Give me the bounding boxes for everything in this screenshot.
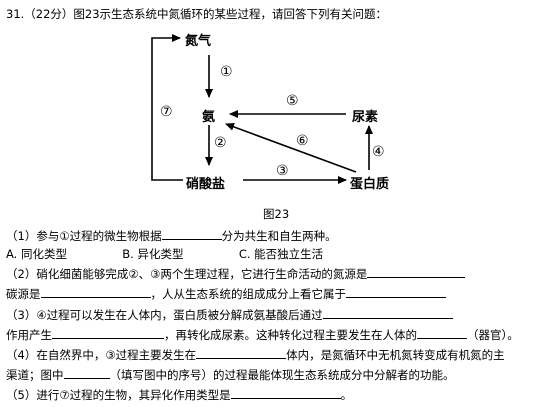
q5-line: （5）进行⑦过程的生物，其异化作用类型是 。: [6, 386, 352, 403]
q2-text-2a: 碳源是: [6, 287, 41, 301]
q5-text-a: （5）进行⑦过程的生物，其异化作用类型是: [6, 388, 231, 402]
q1-options: A. 同化类型 B. 异化类型 C. 能否独立生活: [6, 246, 323, 262]
question-header: 31.（22分）图23示生态系统中氮循环的某些过程，请回答下列有关问题：: [6, 7, 388, 21]
option-b[interactable]: B. 异化类型: [122, 247, 184, 261]
q5-text-b: 。: [340, 388, 353, 402]
label-process-2: ②: [214, 135, 227, 151]
q3-text-1: （3）④过程可以发生在人体内，蛋白质被分解成氨基酸后通过: [6, 308, 323, 322]
node-nitrogen-gas: 氮气: [185, 34, 212, 49]
arrow-6: [225, 123, 357, 173]
q4-text-1a: （4）在自然界中，③过程主要发生在: [6, 348, 197, 362]
q3-text-2c: （器官）。: [467, 328, 519, 342]
q3-line1: （3）④过程可以发生在人体内，蛋白质被分解成氨基酸后通过: [6, 306, 453, 323]
node-ammonia: 氨: [202, 110, 216, 125]
q3-text-2a: 作用产生: [6, 328, 52, 342]
label-process-6: ⑥: [296, 133, 309, 149]
label-process-7: ⑦: [160, 104, 173, 120]
q3-blank-process[interactable]: [322, 306, 453, 319]
q2-line2: 碳源是 ，人从生态系统的组成成分上看它属于: [6, 285, 446, 302]
q3-text-2b: ，再转化成尿素。这种转化过程主要发生在人体的: [164, 328, 417, 342]
label-process-5: ⑤: [286, 93, 299, 109]
q2-line1: （2）硝化细菌能够完成②、③两个生理过程，它进行生命活动的氮源是: [6, 265, 466, 282]
q2-blank-component[interactable]: [346, 285, 446, 298]
node-urea: 尿素: [352, 110, 379, 125]
q4-text-1b: 体内，是氮循环中无机氮转变成有机氮的主: [286, 348, 505, 362]
label-process-4: ④: [372, 144, 385, 160]
node-protein: 蛋白质: [350, 177, 390, 192]
q4-blank-organism[interactable]: [196, 346, 287, 359]
q3-blank-organ[interactable]: [417, 326, 467, 339]
label-process-3: ③: [276, 163, 289, 179]
q4-text-2a: 渠道；图中: [6, 368, 64, 382]
q4-line2: 渠道；图中 （填写图中的序号）的过程最能体现生态系统成分中分解者的功能。: [6, 366, 455, 383]
q2-blank-carbon-source[interactable]: [40, 285, 151, 298]
q1-line: （1）参与①过程的微生物根据 分为共生和自生两种。: [6, 227, 337, 244]
q2-text-2b: ，人从生态系统的组成成分上看它属于: [150, 287, 347, 301]
option-c[interactable]: C. 能否独立生活: [238, 247, 324, 261]
arrow-7: [151, 34, 183, 181]
q2-blank-nitrogen-source[interactable]: [367, 265, 466, 278]
q3-blank-product[interactable]: [52, 326, 164, 339]
q2-text-1: （2）硝化细菌能够完成②、③两个生理过程，它进行生命活动的氮源是: [6, 267, 368, 281]
q1-text-a: （1）参与①过程的微生物根据: [6, 229, 162, 243]
q4-blank-numbers[interactable]: [63, 366, 110, 379]
option-a[interactable]: A. 同化类型: [6, 247, 67, 261]
q4-line1: （4）在自然界中，③过程主要发生在 体内，是氮循环中无机氮转变成有机氮的主: [6, 346, 505, 363]
q4-text-2b: （填写图中的序号）的过程最能体现生态系统成分中分解者的功能。: [109, 368, 455, 382]
q3-line2: 作用产生 ，再转化成尿素。这种转化过程主要发生在人体的 （器官）。: [6, 326, 519, 343]
node-nitrate: 硝酸盐: [186, 177, 226, 192]
figure-caption: 图23: [263, 207, 290, 221]
q1-text-b: 分为共生和自生两种。: [221, 229, 337, 243]
q1-blank[interactable]: [161, 227, 222, 240]
label-process-1: ①: [220, 64, 233, 80]
q5-blank-type[interactable]: [230, 386, 341, 399]
